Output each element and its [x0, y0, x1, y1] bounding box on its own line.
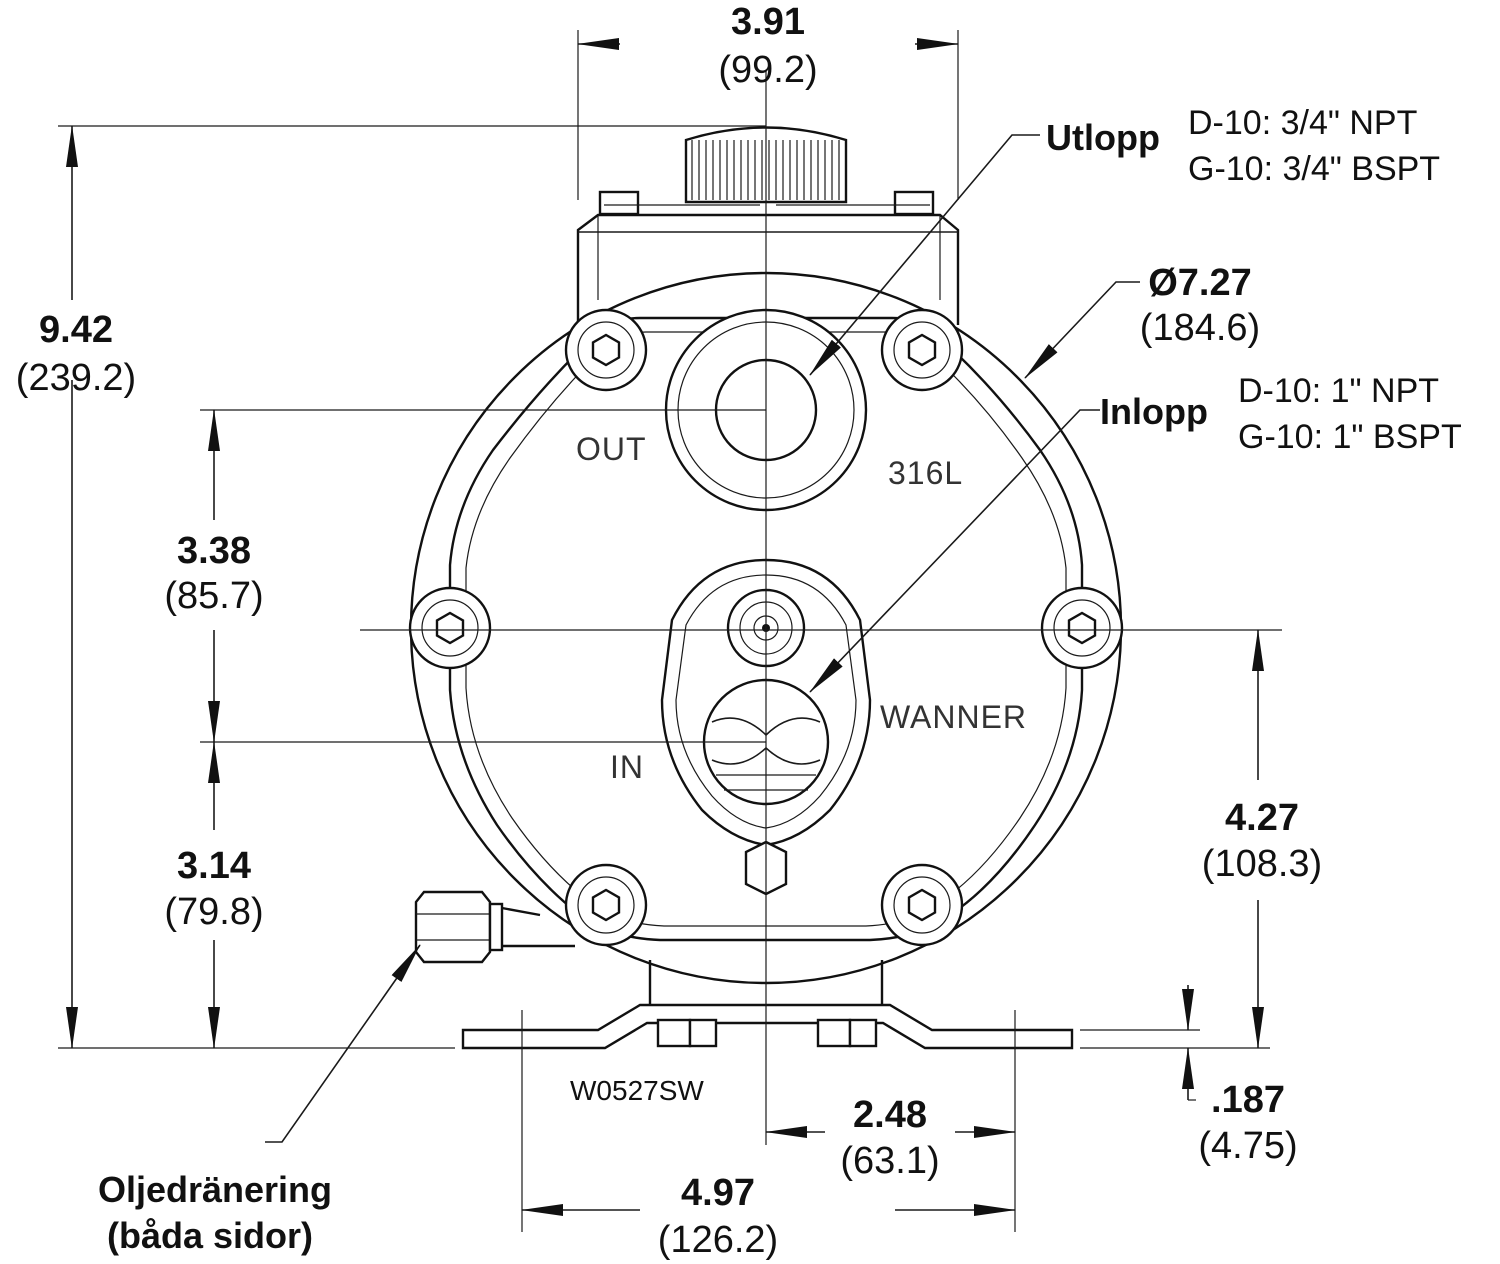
dim-height-value: 9.42 [39, 309, 113, 351]
dim-base-thickness-value: .187 [1211, 1079, 1285, 1121]
mounting-base [461, 960, 1074, 1050]
oil-drain-line-1: Oljedränering [98, 1169, 332, 1210]
head-bolt [408, 586, 492, 670]
brand-marking: WANNER [880, 699, 1027, 735]
head-bolt [564, 863, 648, 947]
material-marking: 316L [888, 455, 963, 491]
inlet-callout-label: Inlopp [1100, 391, 1208, 432]
outlet-spec-line-2: G-10: 3/4" BSPT [1188, 150, 1440, 188]
oil-drain-fitting [414, 890, 575, 964]
dim-mount-span-mm: (126.2) [658, 1219, 778, 1261]
dim-center-base-mm: (108.3) [1202, 843, 1322, 885]
inlet-spec-line-1: D-10: 1" NPT [1238, 372, 1439, 410]
dim-base-thickness-mm: (4.75) [1198, 1125, 1297, 1167]
dim-top-width-mm: (99.2) [718, 49, 817, 91]
dim-diameter-mm: (184.6) [1140, 307, 1260, 349]
dim-height-mm: (239.2) [16, 357, 136, 399]
head-bolt [880, 863, 964, 947]
bolt-pattern [408, 308, 1124, 947]
dim-outlet-inlet-value: 3.38 [177, 530, 251, 572]
oil-drain-line-2: (båda sidor) [107, 1215, 313, 1256]
extension-lines [58, 30, 1282, 1232]
in-marking: IN [610, 749, 644, 785]
dim-top-width-value: 3.91 [731, 1, 805, 43]
outlet-callout-label: Utlopp [1046, 117, 1160, 158]
head-bolt [880, 308, 964, 392]
out-marking: OUT [576, 431, 647, 467]
dim-diameter-value: Ø7.27 [1148, 262, 1252, 304]
inlet-spec-line-2: G-10: 1" BSPT [1238, 418, 1462, 456]
dimension-labels: 3.91 (99.2) 9.42 (239.2) Ø7.27 (184.6) 3… [16, 1, 1322, 1261]
port-callouts: Utlopp D-10: 3/4" NPT G-10: 3/4" BSPT In… [98, 104, 1462, 1256]
model-code: W0527SW [570, 1075, 704, 1106]
head-bolt [564, 308, 648, 392]
outlet-spec-line-1: D-10: 3/4" NPT [1188, 104, 1417, 142]
dimension-arrows [66, 37, 1264, 1216]
dim-center-base-value: 4.27 [1225, 797, 1299, 839]
dim-inlet-base-value: 3.14 [177, 845, 251, 887]
dim-mount-span-value: 4.97 [681, 1172, 755, 1214]
dim-outlet-inlet-mm: (85.7) [164, 575, 263, 617]
head-bolt [1040, 586, 1124, 670]
dim-half-span-value: 2.48 [853, 1094, 927, 1136]
part-markings: OUT IN 316L WANNER W0527SW [570, 431, 1027, 1106]
dim-inlet-base-mm: (79.8) [164, 891, 263, 933]
dim-half-span-mm: (63.1) [840, 1140, 939, 1182]
